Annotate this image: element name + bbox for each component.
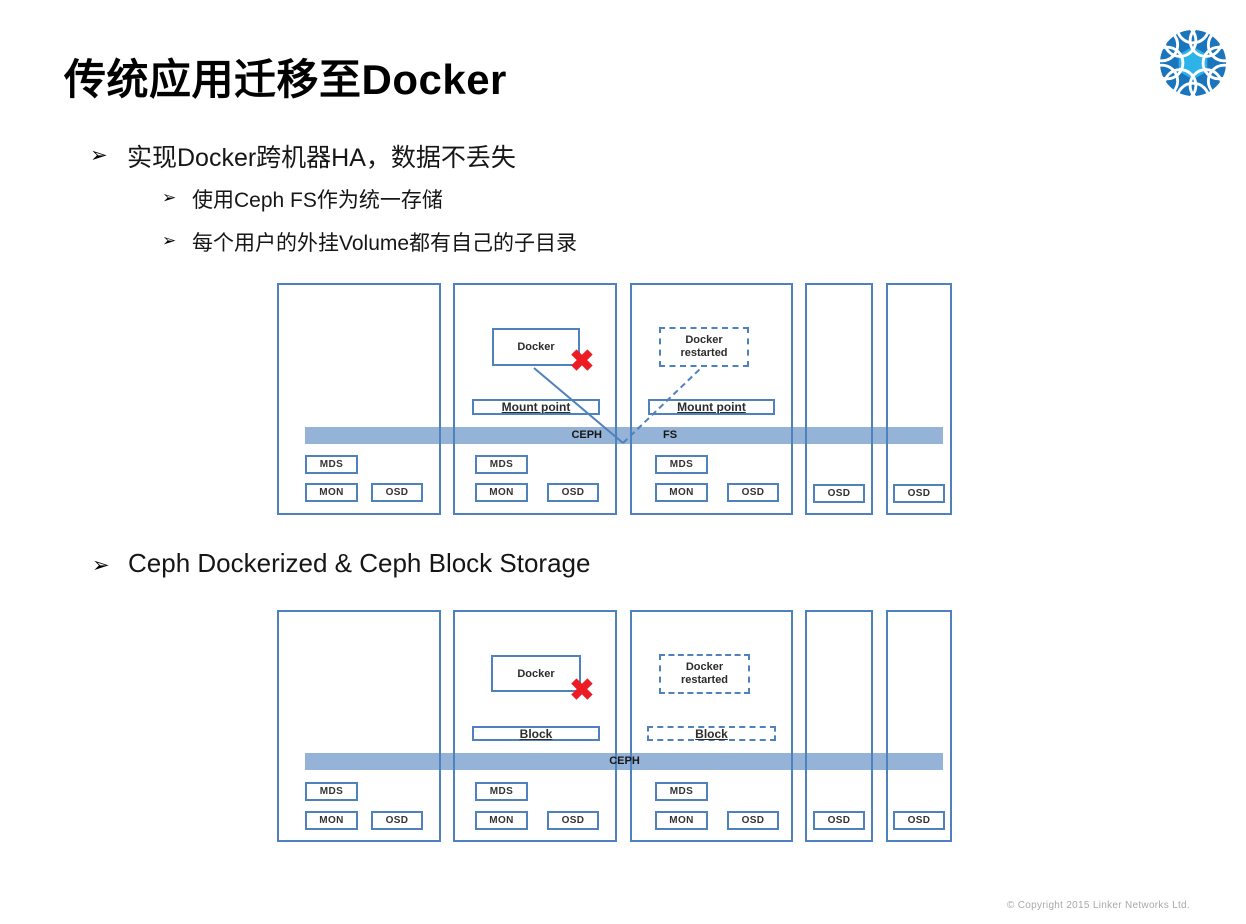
mount-point-box: Mount point [472,399,600,415]
mds-label: MDS [319,786,344,797]
osd-label: OSD [827,815,851,826]
node-1 [277,610,441,842]
osd-label: OSD [741,815,765,826]
mon-box: MON [475,483,528,502]
band-label-ceph: CEPH [609,755,640,767]
bullet-volume: 每个用户的外挂Volume都有自己的子目录 [192,232,578,255]
mds-label: MDS [489,459,514,470]
mount-point-box: Mount point [648,399,775,415]
mds-box: MDS [305,455,358,474]
docker-restarted-box: Docker restarted [659,327,749,367]
ceph-block-diagram: CEPH Docker ✖ Block Docker restarted Blo… [277,610,952,843]
docker-label: Docker [685,334,723,346]
node-4 [805,283,873,515]
mds-label: MDS [319,459,344,470]
mds-label: MDS [489,786,514,797]
mds-box: MDS [475,455,528,474]
ceph-fs-diagram: CEPH FS Docker ✖ Mount point Docker rest… [277,283,952,516]
node-1 [277,283,441,515]
bullet-ha: 实现Docker跨机器HA，数据不丢失 [127,144,516,172]
mds-box: MDS [655,782,708,801]
node-5 [886,283,952,515]
block-label: Block [519,726,553,741]
mon-box: MON [305,483,358,502]
mds-label: MDS [669,786,694,797]
osd-box: OSD [727,483,779,502]
osd-box: OSD [727,811,779,830]
block-box-dashed: Block [647,726,776,741]
docker-box: Docker [492,328,580,366]
page-title: 传统应用迁移至Docker [64,56,507,103]
docker-label: Docker [517,341,555,353]
osd-box: OSD [893,811,945,830]
mon-label: MON [489,815,514,826]
osd-label: OSD [385,815,409,826]
block-box: Block [472,726,600,741]
docker-label: Docker [685,661,724,673]
bullet-marker: ➢ [162,231,177,250]
osd-box: OSD [371,483,423,502]
restarted-label: restarted [680,347,728,359]
band-label-ceph: CEPH [571,429,602,441]
band-label-fs: FS [663,429,678,441]
copyright-text: © Copyright 2015 Linker Networks Ltd. [1007,900,1190,911]
osd-label: OSD [741,487,765,498]
node-4 [805,610,873,842]
restarted-label: restarted [680,674,729,686]
osd-box: OSD [547,483,599,502]
linker-networks-logo-icon [1159,29,1227,97]
bullet-marker: ➢ [162,188,177,207]
osd-label: OSD [385,487,409,498]
failure-x-icon: ✖ [569,674,595,707]
bullet-marker: ➢ [92,554,110,577]
osd-box: OSD [893,484,945,503]
osd-label: OSD [561,815,585,826]
block-label: Block [695,726,728,741]
osd-box: OSD [813,811,865,830]
node-5 [886,610,952,842]
docker-label: Docker [517,667,555,680]
mon-box: MON [305,811,358,830]
osd-box: OSD [813,484,865,503]
mon-label: MON [669,815,694,826]
osd-label: OSD [561,487,585,498]
failure-x-icon: ✖ [569,345,595,378]
docker-restarted-box: Docker restarted [659,654,750,694]
mon-label: MON [669,487,694,498]
mon-box: MON [655,811,708,830]
mds-box: MDS [305,782,358,801]
mount-point-label: Mount point [677,400,746,414]
mon-label: MON [319,487,344,498]
osd-label: OSD [907,488,931,499]
mon-label: MON [319,815,344,826]
bullet-marker: ➢ [90,144,108,167]
bullet-block-storage: Ceph Dockerized & Ceph Block Storage [128,548,591,578]
osd-label: OSD [827,488,851,499]
mds-box: MDS [475,782,528,801]
osd-label: OSD [907,815,931,826]
docker-box: Docker [491,655,581,692]
mds-box: MDS [655,455,708,474]
mon-label: MON [489,487,514,498]
node-2 [453,610,617,842]
mds-label: MDS [669,459,694,470]
osd-box: OSD [371,811,423,830]
bullet-cephfs: 使用Ceph FS作为统一存储 [192,189,443,212]
node-3 [630,610,793,842]
ceph-band [305,753,943,770]
osd-box: OSD [547,811,599,830]
mount-point-label: Mount point [501,400,571,414]
mon-box: MON [655,483,708,502]
mon-box: MON [475,811,528,830]
